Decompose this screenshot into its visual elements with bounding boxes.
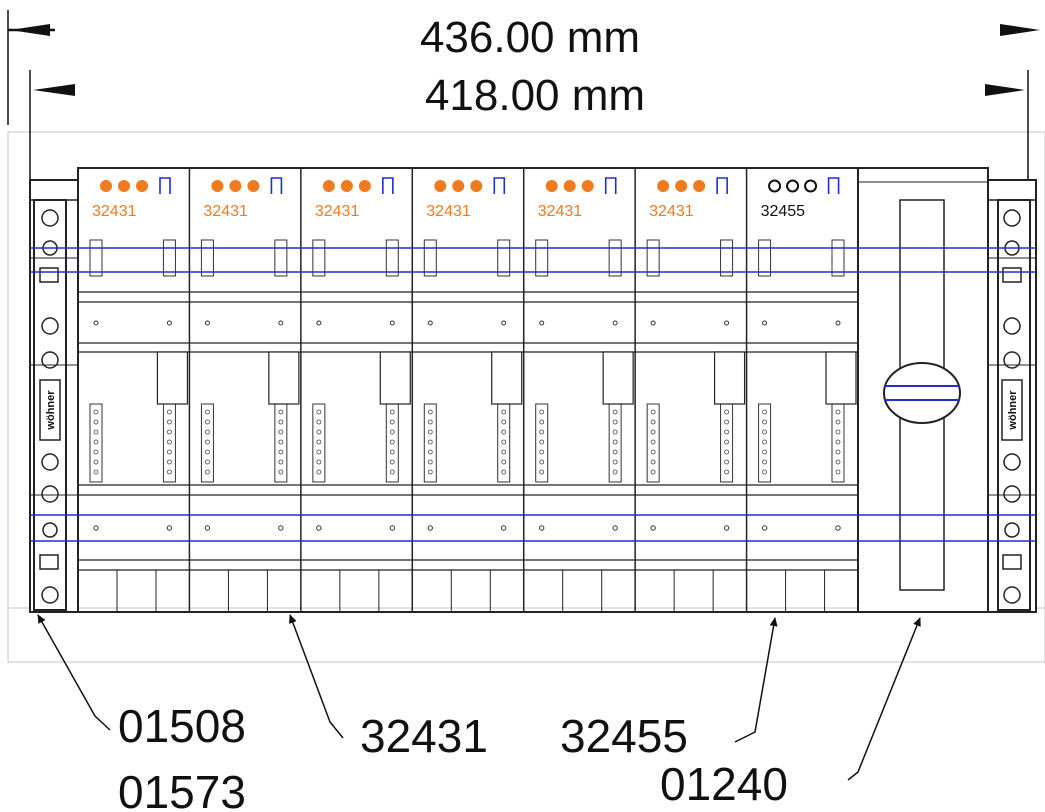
module-indicator-dot (136, 180, 148, 192)
dimension-outer-label: 436.00 mm (420, 13, 640, 62)
callout-32455: 32455 (560, 710, 688, 762)
module-indicator-dot (434, 180, 447, 192)
module-indicator-dot (804, 179, 818, 193)
dimension-outer: 436.00 mm (7, 10, 1040, 125)
busbar-cover (857, 167, 989, 613)
module-indicator-dot (786, 179, 800, 193)
module-5: 32431 (522, 168, 634, 612)
callout-01240: 01240 (660, 758, 788, 810)
bracket-label-left: wöhner (45, 390, 57, 431)
callout-leaders (37, 614, 921, 781)
module-indicator-dot (358, 180, 371, 192)
module-indicator-dot (545, 180, 558, 192)
module-code: 32431 (426, 203, 471, 220)
module-1: 32431 (77, 168, 189, 612)
dimension-inner-label: 418.00 mm (425, 71, 645, 120)
module-indicator-dot (693, 180, 706, 192)
module-indicator-dot (581, 180, 594, 192)
module-indicator-dot (470, 180, 483, 192)
module-indicator-dot (340, 180, 353, 192)
end-bracket-left: wöhner (29, 179, 79, 613)
module-indicator-dot (657, 180, 670, 192)
module-3: 32431 (300, 168, 411, 612)
module-indicator-dot (322, 180, 335, 192)
module-6: 32431 (634, 168, 746, 612)
dimension-inner: 418.00 mm (29, 70, 1029, 180)
busbar-rails (78, 291, 858, 571)
module-indicator-dot (247, 180, 260, 192)
module-indicator-dot (100, 180, 112, 192)
module-4: 32431 (411, 168, 523, 612)
module-code: 32455 (761, 203, 806, 220)
end-bracket-right: wöhner (987, 179, 1037, 613)
bracket-label-right: wöhner (1007, 390, 1019, 431)
module-indicator-dot (229, 180, 242, 192)
blue-reference-lines (30, 247, 1036, 542)
panel-outline (7, 131, 1045, 663)
module-code: 32431 (315, 203, 360, 220)
module-code: 32431 (649, 203, 694, 220)
module-indicator-dot (211, 180, 224, 192)
module-code: 32431 (92, 203, 137, 220)
callout-01508: 01508 (118, 700, 246, 752)
module-code: 32431 (203, 203, 248, 220)
module-indicator-dot (118, 180, 130, 192)
modules: 32431 32431 32431 32431 32431 32431 32455 (77, 168, 859, 612)
module-2: 32431 (188, 168, 300, 612)
callout-32431: 32431 (360, 710, 488, 762)
callout-01573: 01573 (118, 766, 246, 812)
module-code: 32431 (538, 203, 583, 220)
module-indicator-dot (563, 180, 576, 192)
module-7: 32455 (745, 168, 857, 612)
module-indicator-dot (675, 180, 688, 192)
module-indicator-dot (452, 180, 465, 192)
module-indicator-dot (768, 179, 782, 193)
